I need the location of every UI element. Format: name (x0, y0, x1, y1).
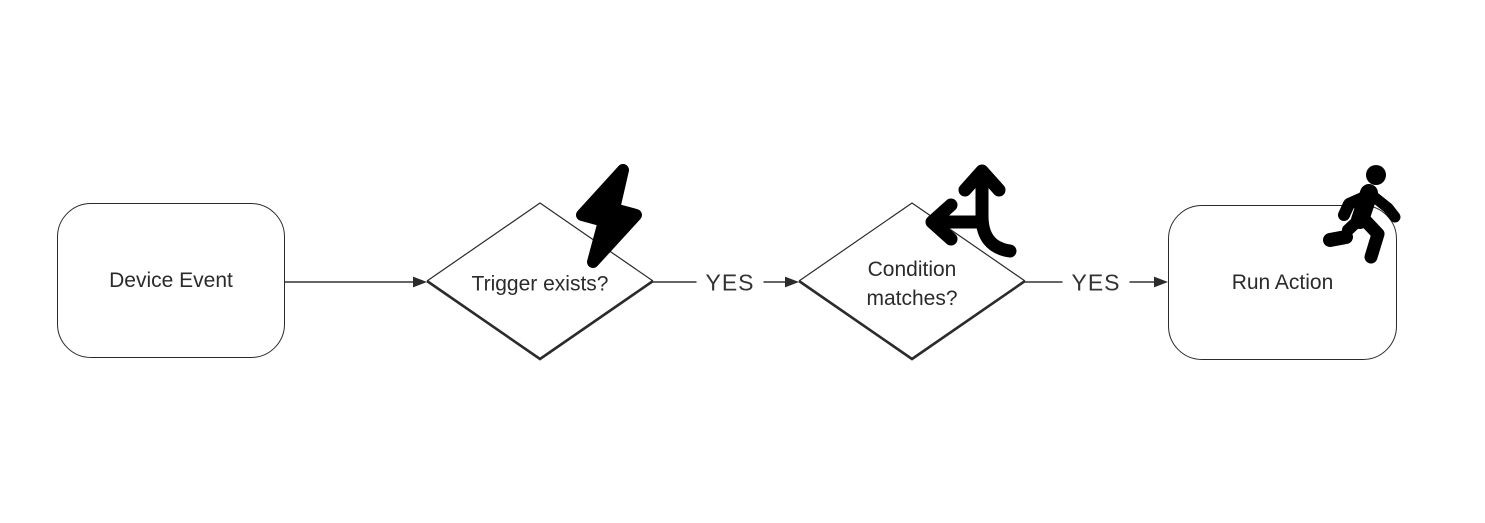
node-run-action-label: Run Action (1231, 271, 1334, 294)
node-trigger-exists-label: Trigger exists? (471, 272, 609, 296)
arrowhead-icon (413, 276, 427, 288)
node-run-action: Run Action (1168, 205, 1397, 360)
decision-diamond-condition (798, 202, 1026, 361)
edge-device-to-trigger (285, 276, 427, 288)
branch-directions-icon (915, 160, 1027, 264)
running-person-icon (1322, 160, 1404, 268)
lightning-bolt-icon (563, 163, 655, 269)
arrowhead-icon (1154, 276, 1168, 288)
edge-label-yes-2: YES (1062, 269, 1130, 297)
edge-label-yes-1: YES (696, 269, 764, 297)
node-condition-matches-label: Condition matches? (866, 258, 958, 310)
node-device-event-label: Device Event (109, 269, 233, 292)
arrowhead-icon (785, 276, 799, 288)
node-device-event: Device Event (57, 203, 285, 358)
